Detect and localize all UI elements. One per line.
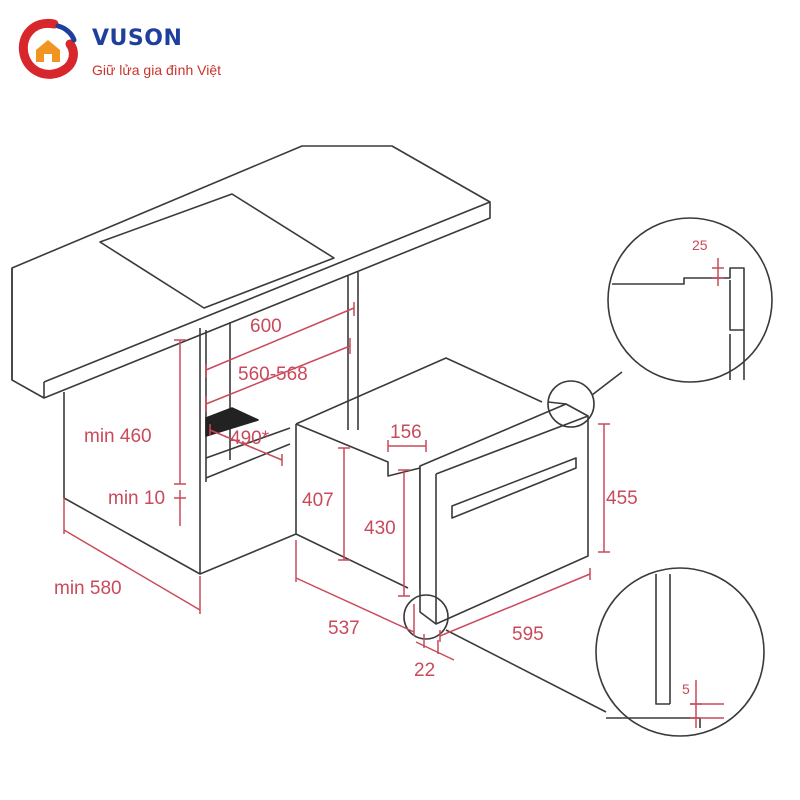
logo-mark-icon	[18, 18, 78, 79]
dim-line-156	[387, 440, 427, 452]
brand-name: VUSON	[92, 26, 183, 51]
cabinet	[63, 272, 359, 575]
detail-bottom-zoom	[595, 567, 765, 737]
dim-label-595: 595	[512, 624, 544, 645]
detail-bottom-marker	[403, 594, 449, 640]
dim-line-25	[712, 258, 724, 286]
dim-line-430	[398, 469, 410, 597]
dim-label-560-568: 560-568	[238, 364, 308, 385]
dim-line-min10	[174, 490, 186, 526]
dim-line-22	[415, 634, 455, 661]
dim-line-5	[690, 680, 724, 728]
dim-label-600: 600	[250, 316, 282, 337]
dim-label-min580: min 580	[54, 578, 122, 599]
logo: VUSON Giữ lửa gia đình Việt	[14, 16, 274, 86]
dim-label-25: 25	[692, 237, 708, 253]
dim-line-min460	[174, 339, 186, 485]
dim-line-490	[209, 424, 283, 466]
detail-bottom-content	[606, 574, 701, 728]
dim-label-156: 156	[390, 422, 422, 443]
dim-label-455: 455	[606, 488, 638, 509]
detail-top-content	[612, 267, 745, 380]
dim-label-min460: min 460	[84, 426, 152, 447]
detail-top-marker	[547, 380, 595, 428]
niche-back-strip	[205, 407, 259, 437]
dim-line-407	[338, 447, 350, 561]
oven-front-panel	[419, 403, 589, 625]
dim-line-455	[598, 423, 610, 553]
dim-line-595	[439, 568, 591, 642]
oven-handle	[451, 457, 577, 519]
dim-line-600	[205, 302, 355, 378]
dim-label-537: 537	[328, 618, 360, 639]
dim-label-min10: min 10	[108, 488, 165, 509]
hob-cooktop	[99, 193, 335, 309]
detail-top-zoom	[607, 217, 773, 383]
dim-line-560-568	[205, 338, 351, 412]
dim-label-407: 407	[302, 490, 334, 511]
dim-line-min580	[63, 498, 201, 614]
dim-label-22: 22	[414, 660, 435, 681]
dim-label-430: 430	[364, 518, 396, 539]
oven	[295, 357, 589, 625]
dim-label-490: 490*	[230, 428, 270, 449]
dim-line-537	[295, 540, 415, 636]
brand-slogan: Giữ lửa gia đình Việt	[92, 62, 222, 78]
dim-label-5: 5	[682, 681, 690, 697]
